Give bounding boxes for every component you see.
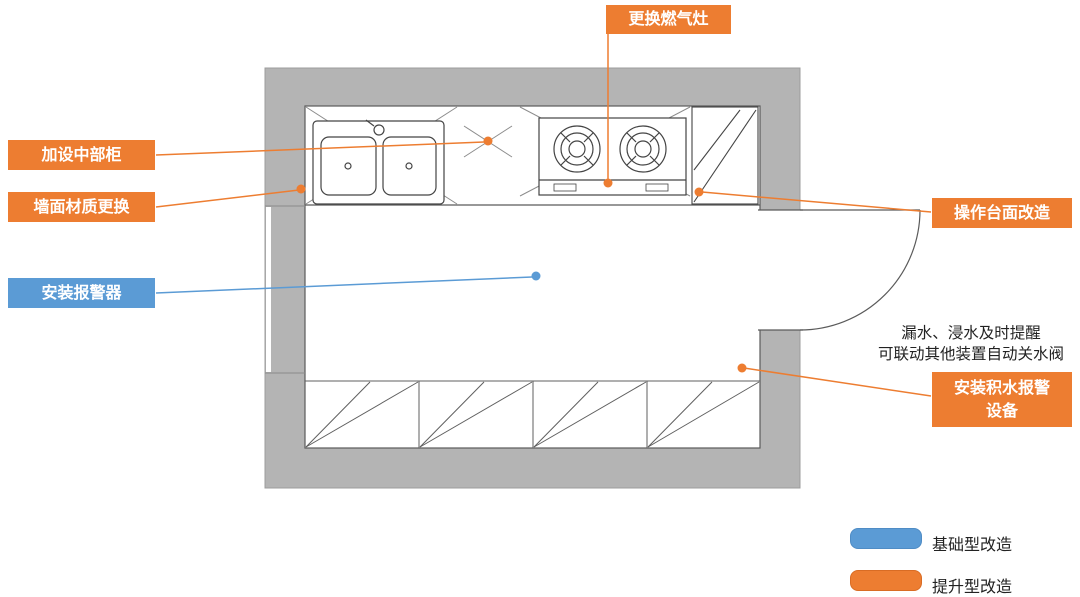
callout-install-water-alarm-device: 安装积水报警 设备 xyxy=(932,372,1072,427)
callout-install-alarm: 安装报警器 xyxy=(8,278,155,308)
anchor-dots xyxy=(296,136,747,373)
floor-hatch xyxy=(305,380,760,448)
corner-counter xyxy=(691,106,759,205)
anchor-dot-alarm xyxy=(531,271,541,281)
leader-alarm xyxy=(155,276,533,294)
leader-countertop xyxy=(701,191,932,213)
water-leak-note: 漏水、浸水及时提醒 可联动其他装置自动关水阀 xyxy=(877,325,1064,363)
stove-icon xyxy=(538,117,687,196)
leader-middle-cabinet xyxy=(155,141,485,156)
legend-label-basic: 基础型改造 xyxy=(932,537,1013,554)
leader-lines xyxy=(155,34,932,397)
legend-swatch-basic xyxy=(850,528,922,549)
door-arc xyxy=(799,209,921,331)
legend-label-upgrade: 提升型改造 xyxy=(932,579,1013,596)
callout-countertop-renovation: 操作台面改造 xyxy=(932,198,1072,228)
callout-replace-gas-stove: 更换燃气灶 xyxy=(606,5,731,34)
anchor-dot-wall-material xyxy=(296,184,306,194)
anchor-dot-countertop xyxy=(694,187,704,197)
sink-icon xyxy=(312,119,445,205)
callout-add-middle-cabinet: 加设中部柜 xyxy=(8,140,155,170)
faucet-icon xyxy=(373,124,385,136)
callout-wall-material-replacement: 墙面材质更换 xyxy=(8,192,155,222)
door-opening xyxy=(758,210,804,330)
legend-swatch-upgrade xyxy=(850,570,922,591)
door-swing xyxy=(758,209,921,331)
anchor-dot-water-device xyxy=(737,363,747,373)
leader-wall-material xyxy=(155,189,300,208)
anchor-dot-gas-stove xyxy=(603,178,613,188)
left-wall-seam xyxy=(266,207,271,372)
anchor-dot-middle-cabinet xyxy=(483,136,493,146)
leader-water-device xyxy=(743,367,932,397)
